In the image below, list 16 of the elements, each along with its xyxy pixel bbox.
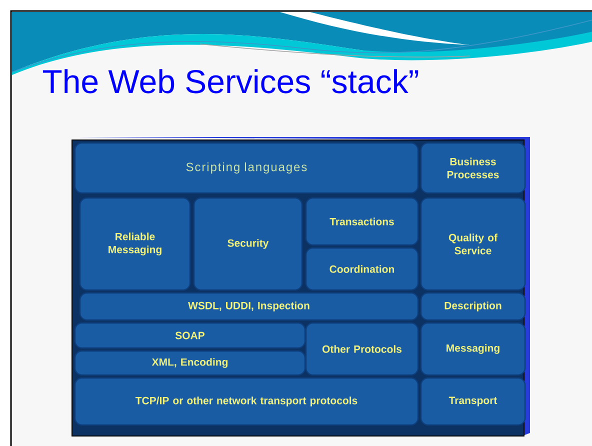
stack-layer-box: Scripting languages bbox=[74, 142, 419, 194]
stack-layer-box: Transactions bbox=[305, 197, 419, 246]
stack-layer-box: WSDL, UDDI, Inspection bbox=[79, 292, 419, 321]
stack-layer-box: XML, Encoding bbox=[74, 350, 306, 376]
stack-layer-box: Other Protocols bbox=[305, 322, 419, 376]
stack-layer-box: Security bbox=[193, 197, 303, 291]
stack-layer-box: Coordination bbox=[305, 247, 419, 291]
stack-layer-box: Quality of Service bbox=[420, 197, 526, 291]
stack-layer-box: TCP/IP or other network transport protocols bbox=[74, 377, 419, 426]
stack-layer-box: SOAP bbox=[74, 322, 306, 349]
stack-layer-box: Business Processes bbox=[420, 142, 526, 194]
stack-layer-box: Messaging bbox=[420, 322, 526, 376]
stack-layer-box: Transport bbox=[420, 377, 526, 426]
slide-title: The Web Services “stack” bbox=[42, 69, 418, 94]
stack-layer-box: Description bbox=[420, 292, 526, 321]
stack-layer-box: Reliable Messaging bbox=[79, 197, 191, 291]
